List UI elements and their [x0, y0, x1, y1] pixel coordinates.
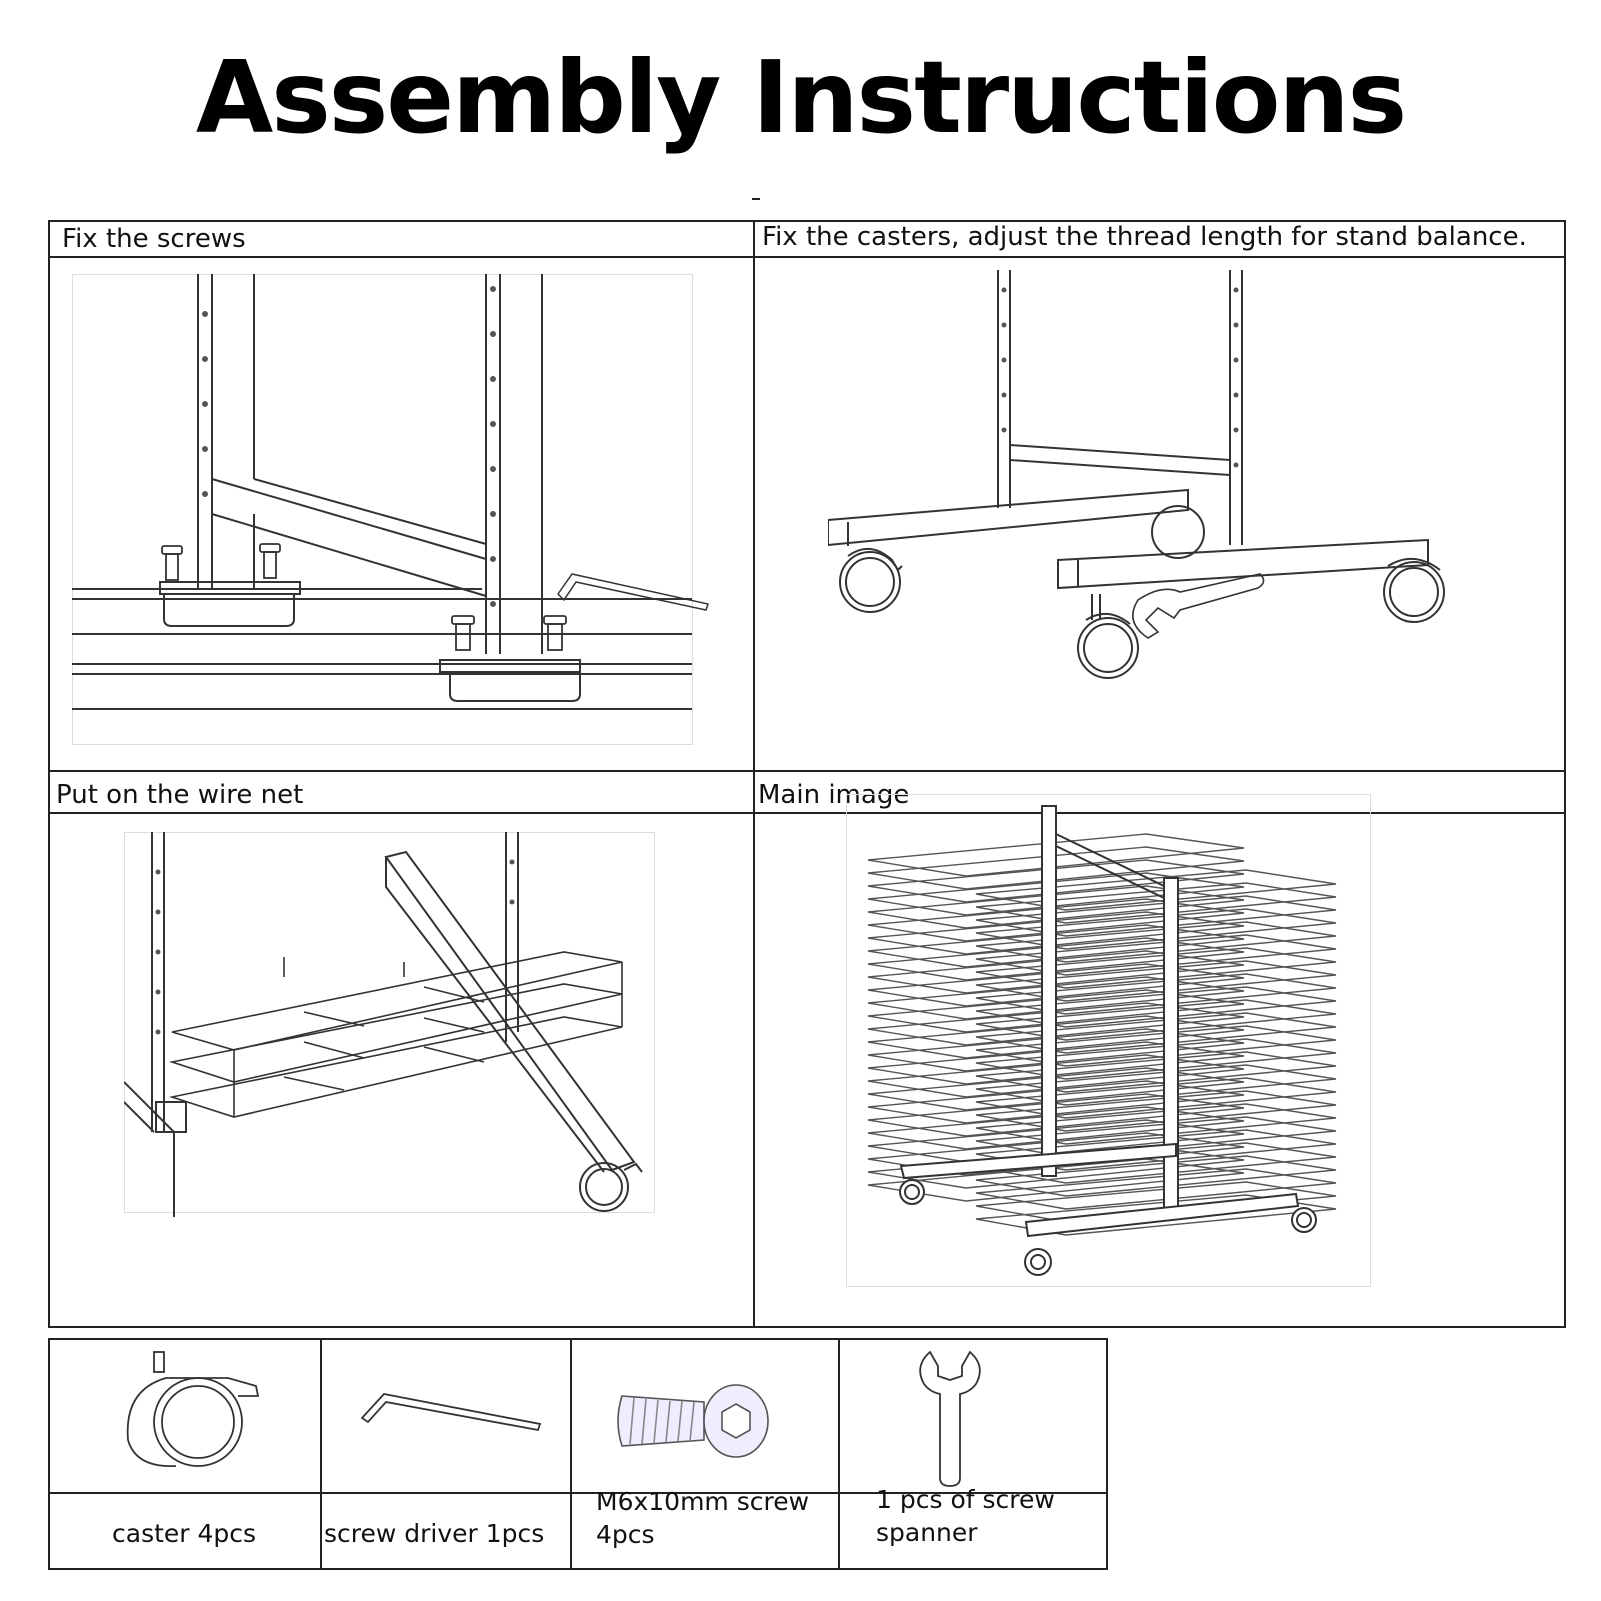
- wire-shelf: [975, 895, 1337, 937]
- wire-shelf: [975, 1103, 1337, 1145]
- wire-shelf: [975, 999, 1337, 1041]
- divider: [570, 1340, 572, 1568]
- wire-shelf: [975, 869, 1337, 911]
- spanner-icon: [910, 1346, 990, 1488]
- wire-shelf: [975, 1090, 1337, 1132]
- wire-shelf: [975, 1064, 1337, 1106]
- part-screw-label: M6x10mm screw 4pcs: [596, 1487, 810, 1549]
- divider: [753, 222, 755, 1326]
- wire-shelf: [975, 947, 1337, 989]
- part-screwdriver-label: screw driver 1pcs: [324, 1519, 545, 1548]
- wire-shelf: [975, 1038, 1337, 1080]
- divider: [838, 1340, 840, 1568]
- step-2-label: Fix the casters, adjust the thread lengt…: [762, 222, 1527, 252]
- divider: [50, 1492, 1106, 1494]
- divider: [50, 770, 1564, 772]
- main-product-illustration: [846, 794, 1372, 1288]
- wire-shelf: [975, 1051, 1337, 1093]
- fix-casters-illustration: [828, 270, 1528, 740]
- parts-table: caster 4pcs screw driver 1pcs M6x10mm sc…: [48, 1338, 1108, 1570]
- step-3-label: Put on the wire net: [56, 780, 304, 810]
- part-spanner-label: 1 pcs of screw spanner: [876, 1485, 1055, 1547]
- part-caster-label: caster 4pcs: [112, 1519, 257, 1548]
- divider: [50, 256, 1564, 258]
- wire-shelf: [975, 1025, 1337, 1067]
- wire-shelf: [975, 882, 1337, 924]
- wire-shelf: [975, 934, 1337, 976]
- wire-shelf: [975, 960, 1337, 1002]
- wire-shelf: [975, 1012, 1337, 1054]
- screw-icon: [594, 1366, 794, 1476]
- divider: [320, 1340, 322, 1568]
- wire-shelf: [975, 908, 1337, 950]
- wire-shelf: [975, 1116, 1337, 1158]
- divider: [752, 198, 760, 200]
- wire-net-illustration: [124, 832, 684, 1217]
- wire-shelf: [975, 1155, 1337, 1197]
- wire-shelf: [975, 1168, 1337, 1210]
- divider: [50, 812, 1564, 814]
- hex-key-icon: [340, 1380, 560, 1450]
- caster-icon: [118, 1350, 268, 1480]
- wire-shelf: [975, 973, 1337, 1015]
- wire-shelf: [975, 1181, 1337, 1223]
- wire-shelf: [975, 986, 1337, 1028]
- wire-shelf: [975, 921, 1337, 963]
- wire-shelf: [975, 1077, 1337, 1119]
- step-1-label: Fix the screws: [62, 224, 246, 254]
- fix-screws-illustration: [72, 274, 722, 754]
- instructions-grid: Fix the screws Fix the casters, adjust t…: [48, 220, 1566, 1328]
- page-title: Assembly Instructions: [195, 39, 1407, 156]
